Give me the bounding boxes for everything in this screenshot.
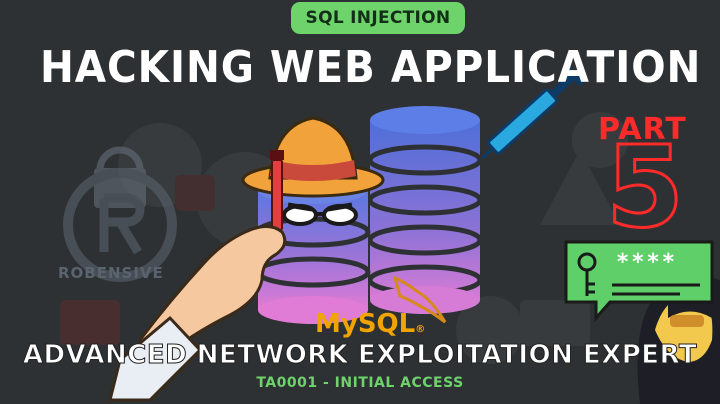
part-number: 5	[605, 123, 686, 253]
subtitle: ADVANCED NETWORK EXPLOITATION EXPERT	[22, 340, 698, 371]
page-title: HACKING WEB APPLICATION	[40, 42, 702, 93]
robensive-logo	[63, 146, 177, 282]
password-mask: ****	[616, 250, 677, 275]
mysql-text: MySQL	[315, 309, 416, 339]
sql-injection-badge: SQL INJECTION	[291, 2, 465, 34]
mysql-dolphin-icon	[392, 275, 447, 324]
trademark-mark: ®	[415, 324, 426, 335]
spy-glasses-icon	[282, 202, 358, 226]
part-label: PART	[598, 112, 687, 147]
password-bubble-icon	[564, 240, 714, 322]
brand-name: ROBENSIVE	[58, 264, 164, 282]
tactic-tag: TA0001 - INITIAL ACCESS	[256, 375, 464, 391]
mysql-logo-text: MySQL®	[315, 309, 425, 339]
hand-with-syringe-icon	[108, 150, 287, 402]
database-stack-right	[367, 106, 483, 314]
